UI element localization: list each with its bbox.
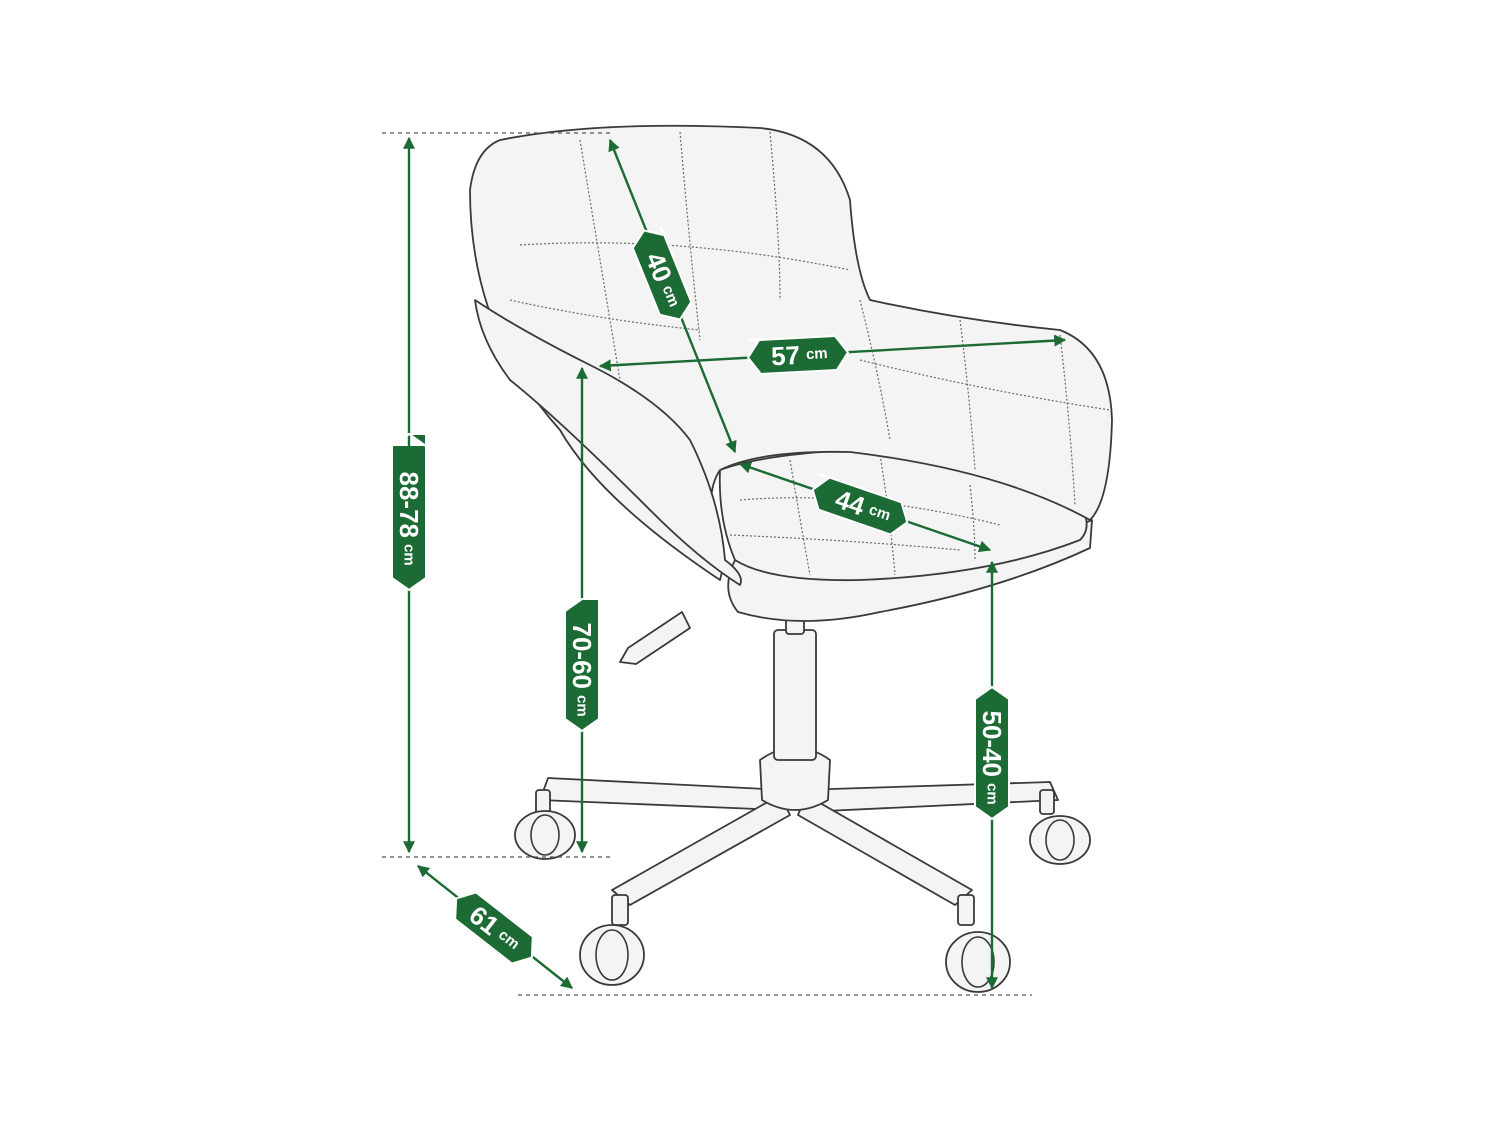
svg-text:cm: cm <box>401 544 418 566</box>
svg-text:cm: cm <box>806 345 829 363</box>
width-label: 57 cm <box>746 335 850 375</box>
depth-label: 61 cm <box>454 884 534 965</box>
guide-lines <box>382 132 1032 996</box>
svg-text:70-60: 70-60 <box>567 623 597 690</box>
backrest-height-label: 40 cm <box>631 225 693 321</box>
svg-text:cm: cm <box>867 501 893 524</box>
svg-text:cm: cm <box>984 783 1001 805</box>
svg-text:57: 57 <box>770 340 800 371</box>
total-height-label: 88-78 cm <box>391 432 427 592</box>
dimension-labels: 88-78 cm 70-60 cm 50-40 cm 40 cm 57 cm <box>391 225 1010 965</box>
svg-text:88-78: 88-78 <box>394 472 424 539</box>
armrest-height-label: 70-60 cm <box>564 598 600 733</box>
svg-text:50-40: 50-40 <box>977 711 1007 778</box>
seat-depth-label: 44 cm <box>811 472 909 536</box>
casters <box>514 789 1091 993</box>
chair-illustration <box>469 124 1113 993</box>
svg-text:cm: cm <box>659 283 683 309</box>
seat-height-label: 50-40 cm <box>974 685 1010 821</box>
svg-text:cm: cm <box>574 695 591 717</box>
chair-base <box>539 611 1059 906</box>
